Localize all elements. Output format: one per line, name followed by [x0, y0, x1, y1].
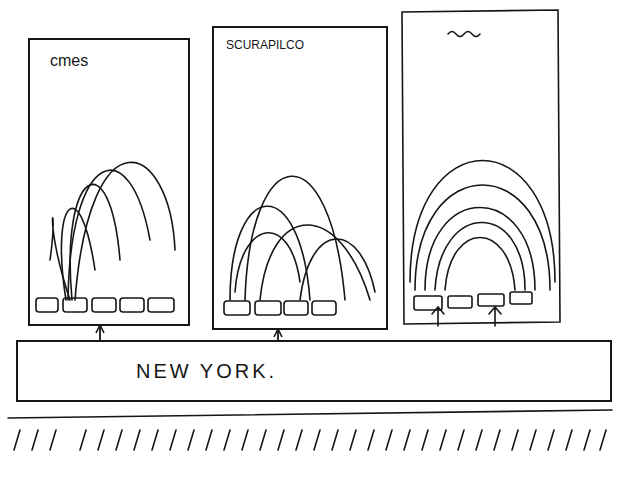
place-label: NEW YORK.	[136, 360, 277, 383]
arch-lines	[50, 161, 555, 301]
third-panel	[402, 10, 560, 324]
inner-arrows	[432, 307, 501, 326]
city-band: NEW YORK.	[16, 340, 612, 402]
base-blocks	[36, 292, 532, 315]
ground-hatching	[8, 410, 612, 450]
up-arrow	[277, 330, 279, 340]
panel-label: cmes	[50, 52, 88, 70]
panel-box: cmes	[28, 38, 190, 326]
panel-label: SCURAPILCO	[226, 38, 304, 52]
scribble-label	[448, 32, 480, 37]
up-arrow	[99, 326, 101, 340]
panel-box: SCURAPILCO	[212, 26, 388, 330]
